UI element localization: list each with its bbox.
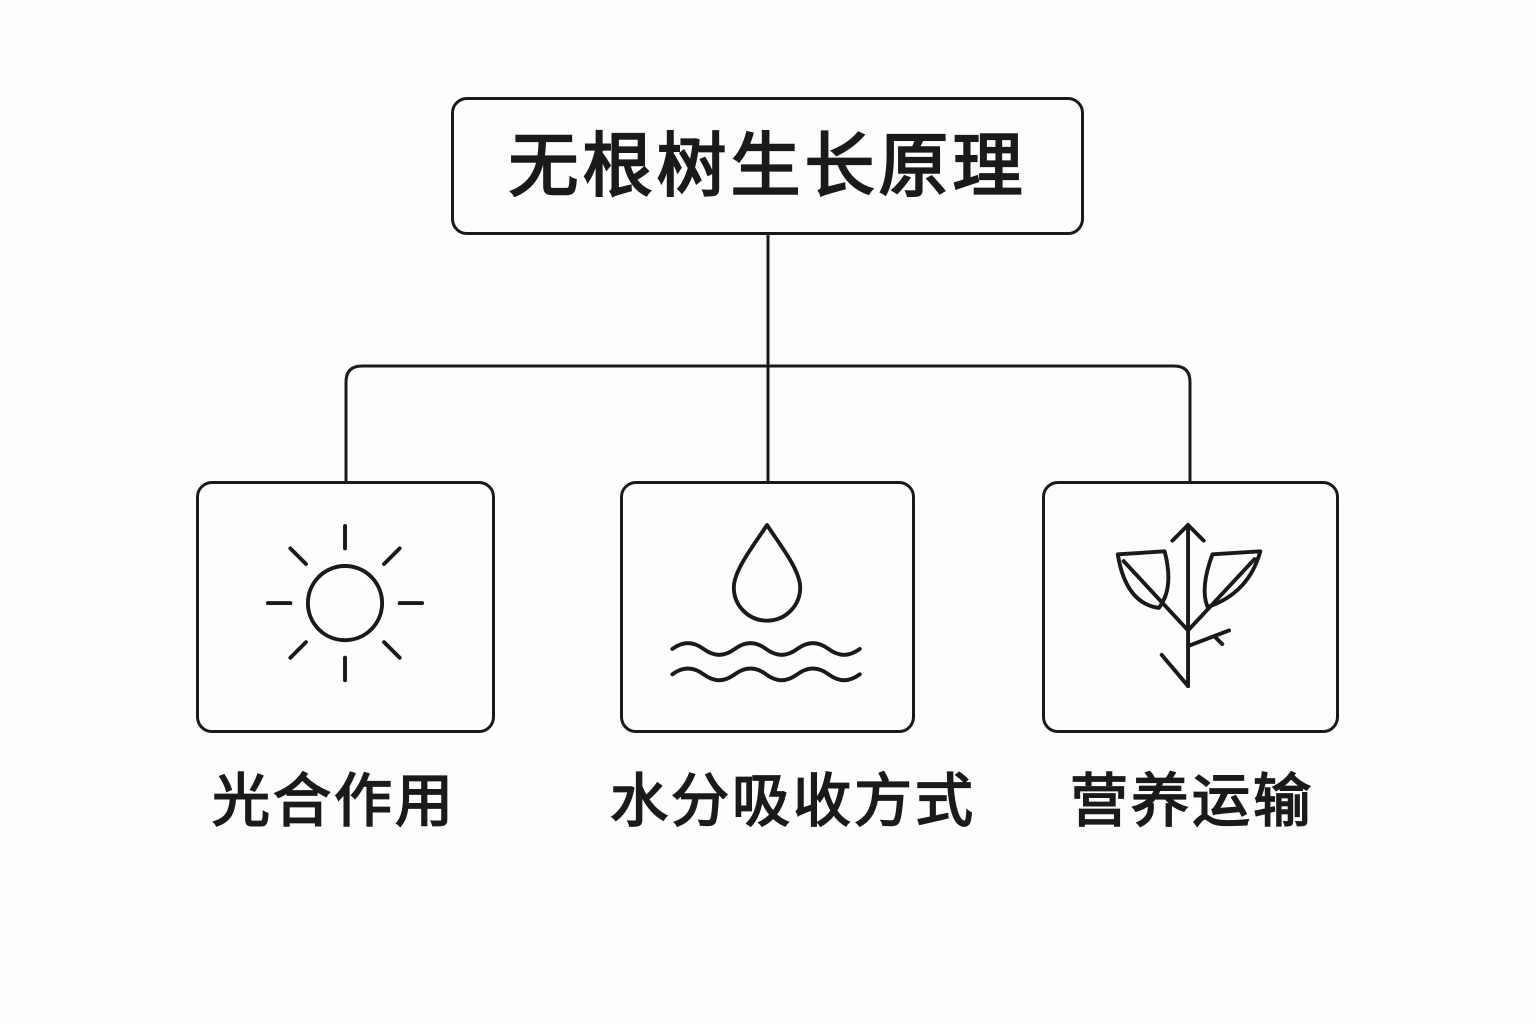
- child-node-water-absorption: [620, 481, 915, 733]
- water-drop-waves-icon: [670, 523, 862, 683]
- label-nutrient-transport: 营养运输: [1069, 767, 1315, 835]
- label-photosynthesis: 光合作用: [211, 767, 457, 835]
- leaf-sprout-arrow-icon: [1115, 523, 1263, 689]
- child-node-photosynthesis: [196, 481, 495, 733]
- water-drop-icon: [731, 523, 803, 623]
- label-water-absorption: 水分吸收方式: [609, 767, 977, 835]
- left-leaf: [1115, 549, 1171, 610]
- child-node-nutrient-transport: [1042, 481, 1339, 733]
- sun-icon: [265, 524, 425, 683]
- wave-lower: [670, 666, 862, 683]
- root-node: 无根树生长原理: [451, 97, 1084, 235]
- root-title: 无根树生长原理: [508, 125, 1027, 207]
- wave-upper: [670, 641, 862, 657]
